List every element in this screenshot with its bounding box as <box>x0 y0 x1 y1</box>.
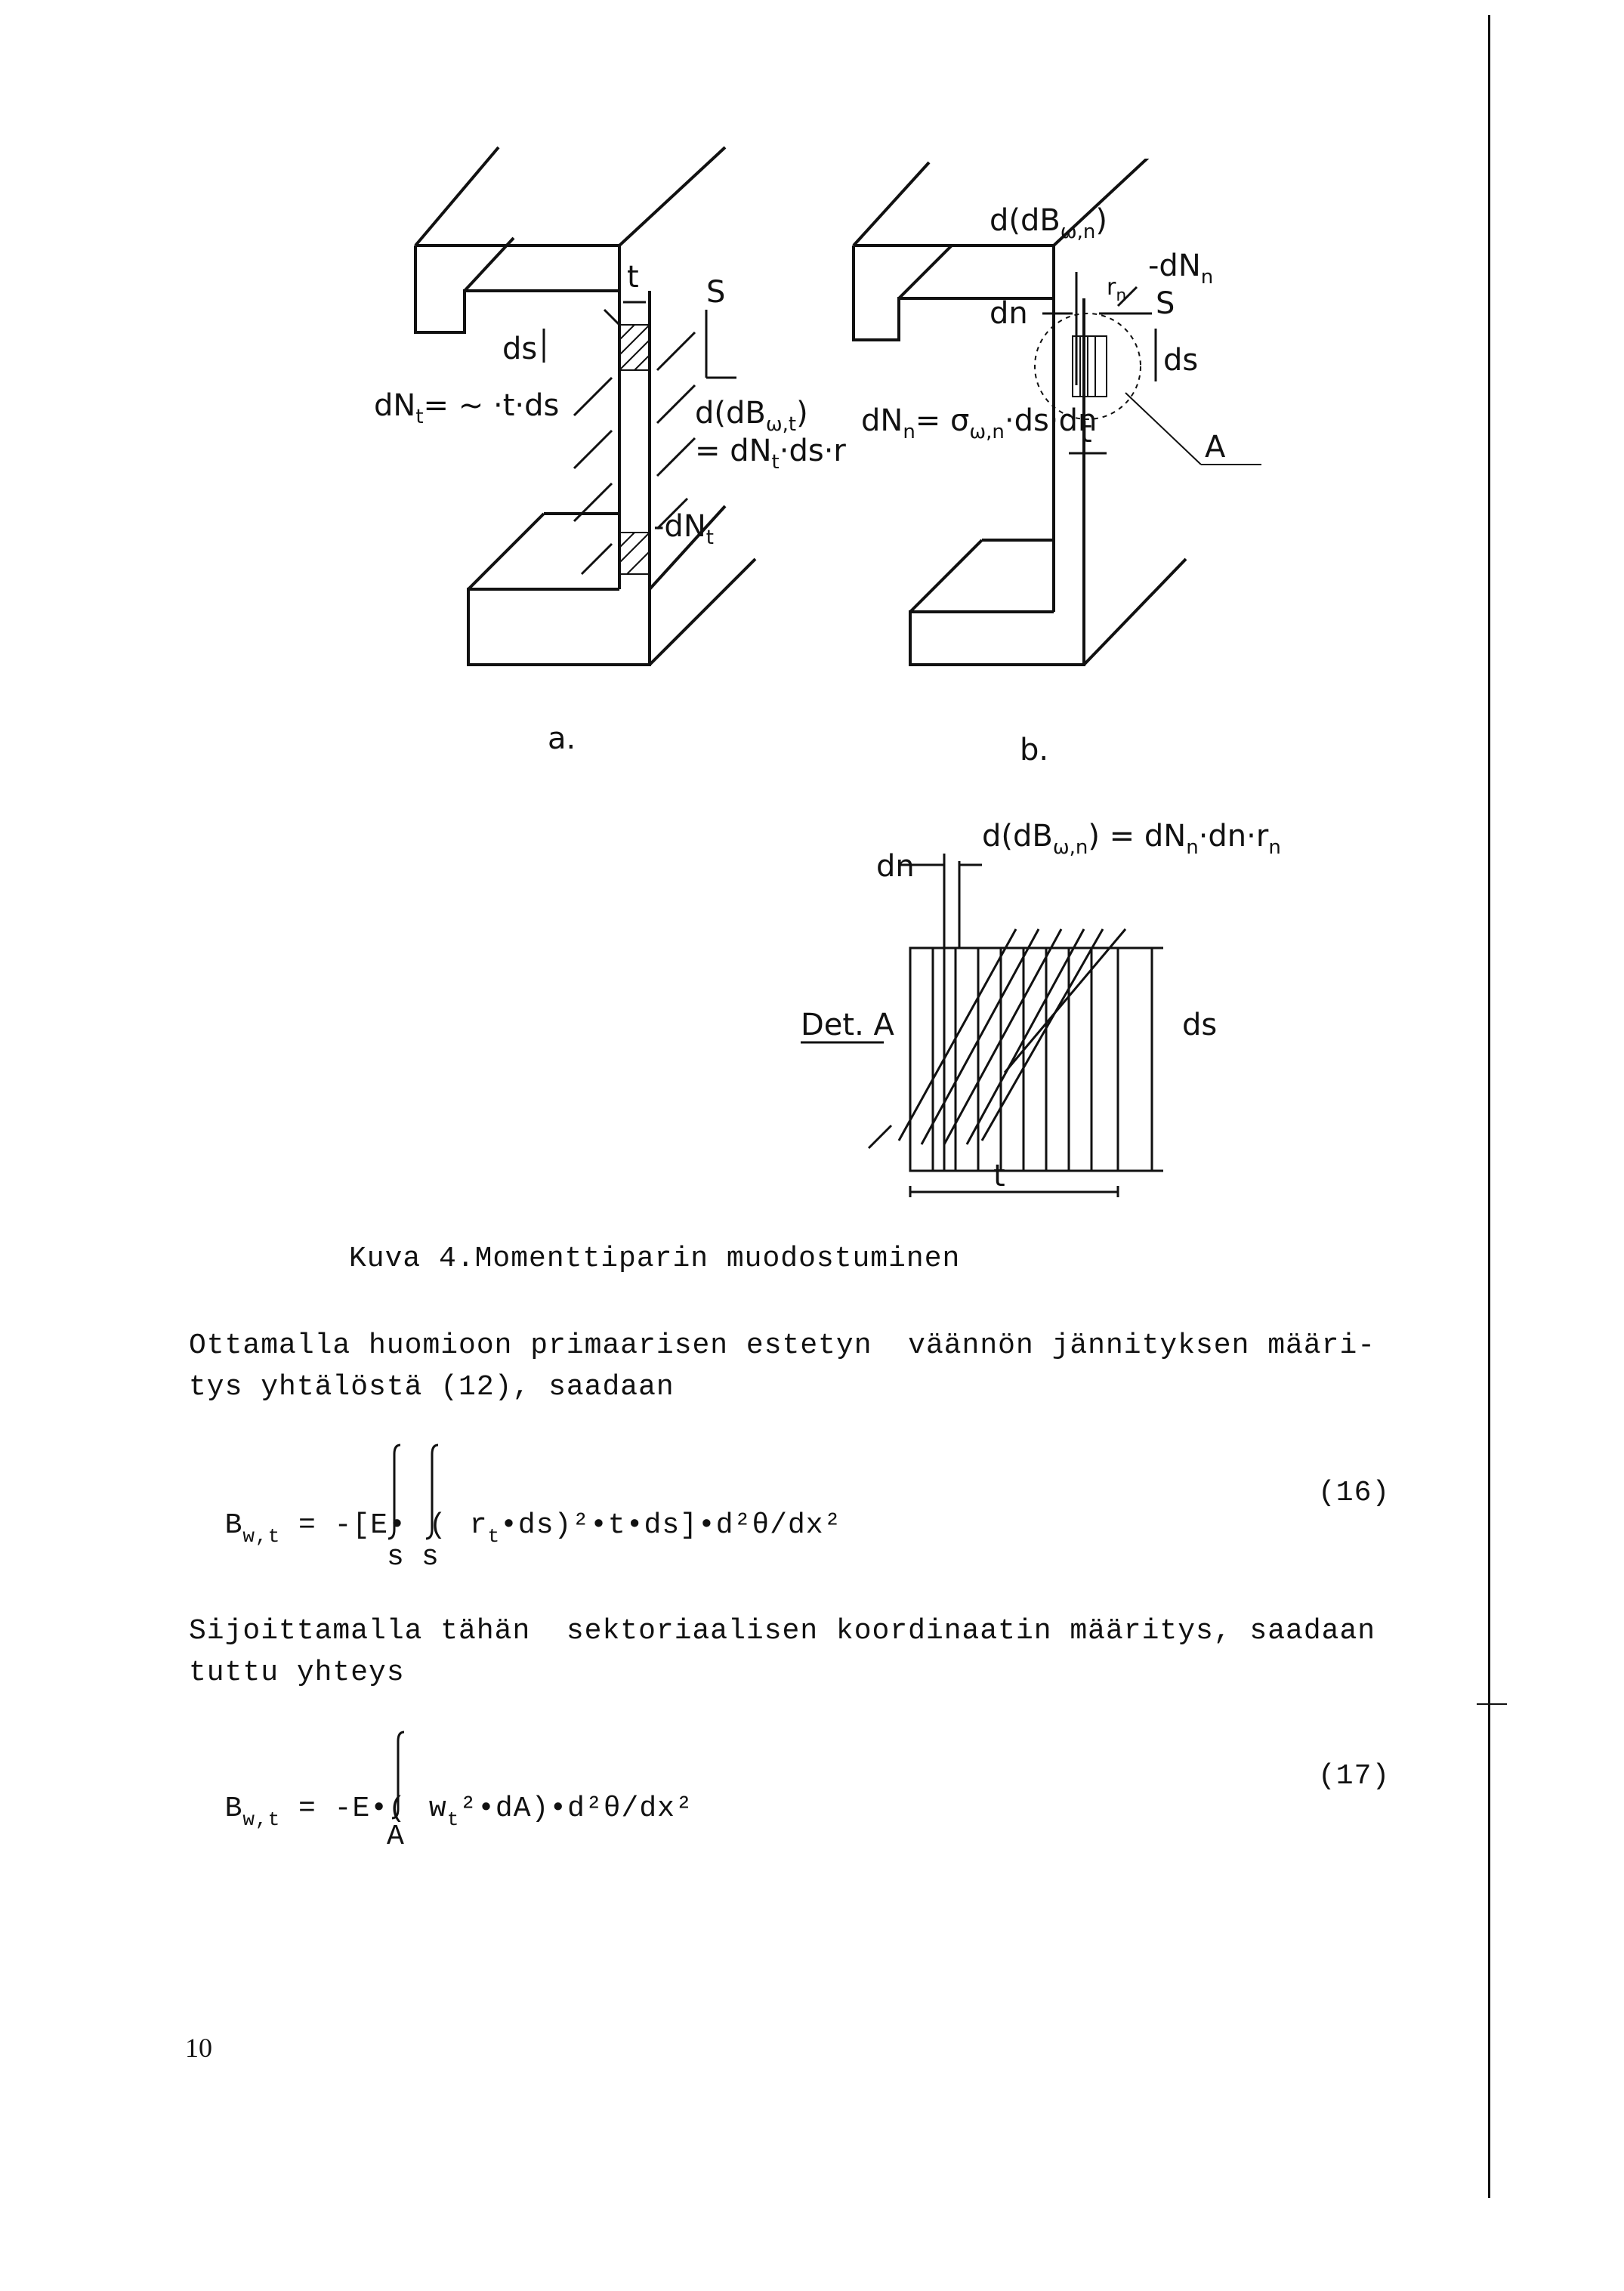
eq17-eq: = -E•( <box>298 1792 406 1825</box>
label-dsdn: ·ds·dn <box>1005 403 1097 438</box>
eq16-limit-1: s <box>387 1541 405 1573</box>
label-eq: ) = dN <box>1088 819 1186 854</box>
label-t: t <box>627 260 639 295</box>
eq16-r-sub: t <box>487 1525 501 1548</box>
label-eq: = dN <box>695 434 772 468</box>
label-dnrn: ·dn·r <box>1199 819 1269 854</box>
svg-text:d(dBω,n) = dNn·dn·rn: d(dBω,n) = dNn·dn·rn <box>982 819 1281 859</box>
label-ddbwn-sub: ω,n <box>1061 221 1096 243</box>
label-eq-mid: ·ds·r <box>780 434 846 468</box>
label-mdnn-sub: n <box>1201 266 1213 289</box>
svg-text:dNn= σω,n·ds·dn: dNn= σω,n·ds·dn <box>861 403 1097 443</box>
label-dnn: dN <box>861 403 903 438</box>
page-number: 10 <box>185 2033 212 2063</box>
label-ddbwn-close: ) <box>1095 203 1107 238</box>
eq16-r: r <box>469 1509 488 1542</box>
label-eq-sub: n <box>1186 836 1198 859</box>
label-mdnn: -dN <box>1148 249 1201 283</box>
label-t: t <box>1080 415 1092 449</box>
eq16-rest: •ds)²•t•ds]•d²θ/dx² <box>500 1509 842 1542</box>
eq17-w: w <box>428 1792 447 1825</box>
label-dn: dn <box>990 296 1028 331</box>
eq17-number: (17) <box>1318 1760 1391 1792</box>
paragraph-1-line-1: Ottamalla huomioon primaarisen estetyn v… <box>189 1329 1376 1362</box>
eq16-lhs: B <box>224 1509 243 1542</box>
eq17-limit: A <box>387 1820 405 1853</box>
label-mdnt: -dN <box>653 509 706 544</box>
svg-text:d(dBω,n): d(dBω,n) <box>990 203 1107 243</box>
eq17-w-sub: t <box>446 1808 460 1831</box>
figure-detail-a: dn d(dBω,n) = dNn·dn·rn Det. A ds t <box>801 819 1281 1197</box>
label-t: t <box>993 1159 1005 1193</box>
equation-16: Bw,t = -[E•(rt•ds)²•t•ds]•d²θ/dx² <box>189 1477 842 1548</box>
paragraph-1-line-2: tys yhtälöstä (12), saadaan <box>189 1371 675 1403</box>
label-ddbwn: d(dB <box>990 203 1061 238</box>
label-ddbwt-sub: ω,t <box>766 413 796 436</box>
label-eq-sub1: t <box>772 451 780 474</box>
label-ds: ds <box>1163 343 1198 378</box>
eq17-lhs: B <box>224 1792 243 1825</box>
eq17-integral <box>391 1731 405 1820</box>
figure-b-caption: b. <box>1020 733 1049 767</box>
svg-text:rn: rn <box>1107 274 1126 305</box>
label-s: S <box>1156 286 1175 321</box>
eq16-lhs-sub: w,t <box>242 1525 281 1548</box>
label-ds: ds <box>1182 1008 1217 1042</box>
label-dnrn-sub: n <box>1268 836 1280 859</box>
eq17-lhs-sub: w,t <box>242 1808 281 1831</box>
label-dn-expr: = ~ ·t·ds <box>424 388 560 423</box>
label-dn: dN <box>374 388 415 423</box>
margin-tick <box>1477 1703 1507 1705</box>
svg-text:dNt= ~ ·t·ds: dNt= ~ ·t·ds <box>374 388 559 428</box>
label-ddbwn: d(dB <box>982 819 1053 854</box>
label-dnn-sub: n <box>903 421 915 443</box>
label-sigma: = σ <box>915 403 970 438</box>
label-rn-sub: n <box>1116 286 1126 305</box>
label-ddbwn-sub: ω,n <box>1053 836 1088 859</box>
detail-title: Det. A <box>801 1008 895 1042</box>
label-a: A <box>1205 430 1226 465</box>
figure-caption: Kuva 4.Momenttiparin muodostuminen <box>349 1243 961 1275</box>
label-dn: dn <box>876 849 915 884</box>
eq17-rest: ²•dA)•d²θ/dx² <box>459 1792 693 1825</box>
paragraph-2-line-1: Sijoittamalla tähän sektoriaalisen koord… <box>189 1615 1376 1647</box>
figure-b: d(dBω,n) -dNn rn S dn ds dNn= σω,n·ds·dn… <box>852 159 1261 666</box>
paragraph-2-line-2: tuttu yhteys <box>189 1656 405 1689</box>
label-sigma-sub: ω,n <box>969 421 1005 443</box>
eq16-paren: ( <box>428 1509 447 1542</box>
figure-a-caption: a. <box>548 721 576 756</box>
label-ddbwt-close: ) <box>796 396 808 431</box>
eq16-integrals <box>387 1443 439 1540</box>
figure-a: t S ds dNt= ~ ·t·ds d(dBω,t) = dNt·ds·rt… <box>374 146 846 666</box>
label-ds: ds <box>502 332 537 366</box>
svg-text:-dNn: -dNn <box>1148 249 1213 289</box>
label-mdnt-sub: t <box>706 526 714 549</box>
eq16-limit-2: s <box>421 1541 440 1573</box>
label-dn-sub: t <box>415 406 423 428</box>
label-s: S <box>706 275 725 310</box>
svg-text:-dNt: -dNt <box>653 509 714 549</box>
label-ddbwt: d(dB <box>695 396 766 431</box>
eq16-number: (16) <box>1318 1477 1391 1509</box>
margin-rule <box>1488 15 1490 2198</box>
equation-17: Bw,t = -E•( wt²•dA)•d²θ/dx² <box>189 1760 693 1831</box>
label-rn: r <box>1107 274 1116 301</box>
svg-text:= dNt·ds·rt: = dNt·ds·rt <box>695 434 846 474</box>
svg-text:d(dBω,t): d(dBω,t) <box>695 396 808 436</box>
